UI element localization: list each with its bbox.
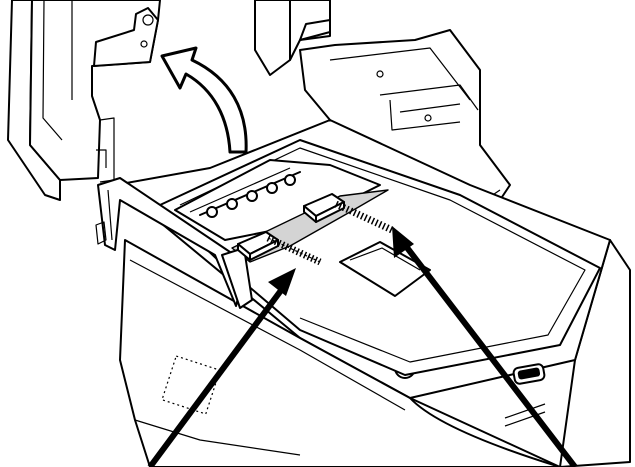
paper-guide-right	[303, 193, 394, 234]
left-side-panel	[95, 177, 253, 309]
feed-rollers	[199, 171, 301, 218]
pointer-arrow-icon	[147, 268, 296, 467]
document-feeder-tray	[159, 139, 601, 376]
raised-scanner-lid	[7, 0, 161, 201]
paper-guide-left	[237, 231, 322, 266]
curved-arrow-icon	[160, 46, 248, 154]
pointer-arrow-icon	[392, 226, 578, 467]
